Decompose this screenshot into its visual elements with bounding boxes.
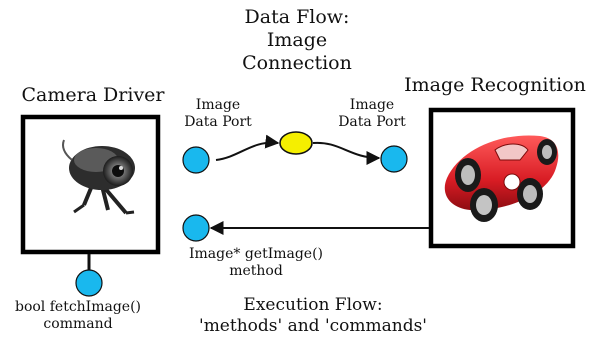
red-race-car-icon <box>444 135 559 222</box>
data-flow-title-line: Image <box>266 29 328 52</box>
camera-driver-title: Camera Driver <box>21 84 165 106</box>
execution-flow-title-line: Execution Flow: <box>243 295 383 315</box>
camera-image-data-port[interactable] <box>182 146 210 174</box>
execution-flow-title: Execution Flow: 'methods' and 'commands' <box>168 295 458 336</box>
get-image-method-port[interactable] <box>182 214 210 242</box>
fetch-image-command-port[interactable] <box>75 269 103 297</box>
webcam-icon <box>62 139 135 215</box>
fetch-image-command-label: bool fetchImage() command <box>3 299 153 333</box>
recognition-image-data-port[interactable] <box>380 145 408 173</box>
recognition-port-label: Image Data Port <box>322 97 422 131</box>
command-label-line: bool fetchImage() <box>14 299 142 315</box>
image-recognition-title: Image Recognition <box>404 74 586 96</box>
port-label-line: Image <box>195 97 241 113</box>
get-image-method-label: Image* getImage() method <box>176 246 336 280</box>
port-label-line: Data Port <box>338 114 406 131</box>
data-flow-title-line: Data Flow: <box>244 6 350 28</box>
execution-flow-title-line: 'methods' and 'commands' <box>199 315 427 336</box>
port-label-line: Image <box>349 97 395 113</box>
data-connection-line-right <box>312 141 381 165</box>
method-label-line: Image* getImage() <box>188 246 324 262</box>
command-label-line: command <box>43 316 113 333</box>
data-connection-line-left <box>215 134 280 161</box>
camera-port-label: Image Data Port <box>168 97 268 131</box>
data-flow-title-line: Connection <box>242 52 352 75</box>
data-connection-node[interactable] <box>279 131 313 155</box>
method-label-line: method <box>229 263 283 280</box>
port-label-line: Data Port <box>184 114 252 131</box>
data-flow-title: Data Flow: Image Connection <box>227 6 367 76</box>
